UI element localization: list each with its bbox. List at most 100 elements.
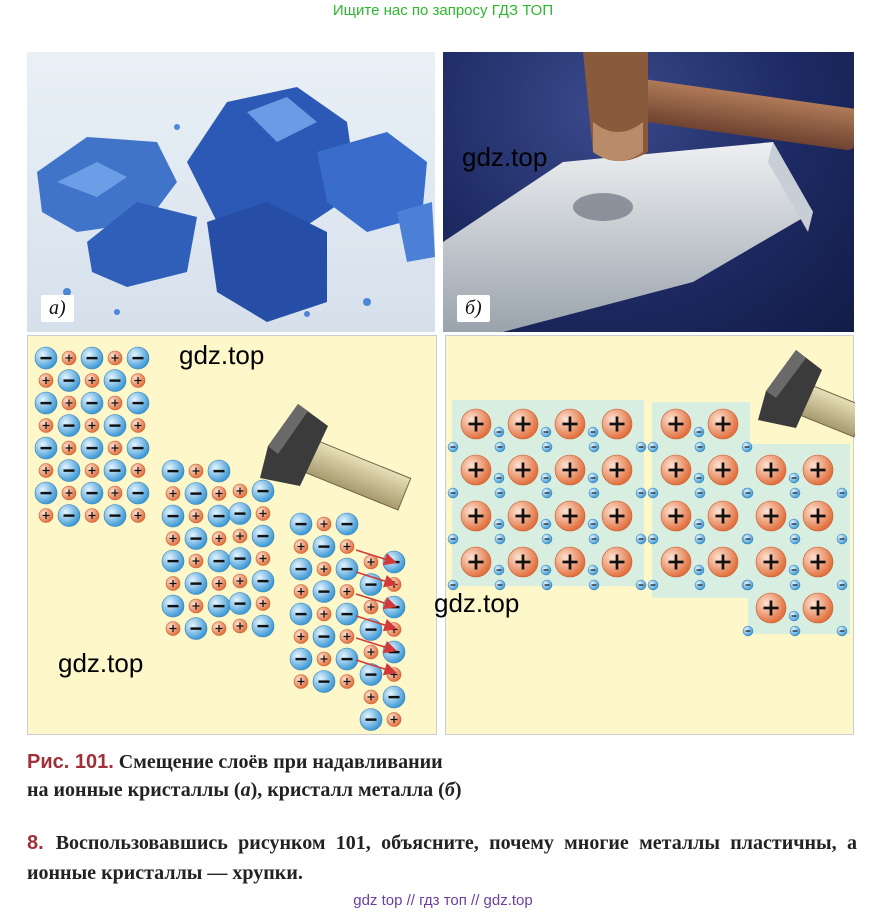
cation-icon bbox=[188, 598, 204, 614]
electron-icon bbox=[588, 533, 600, 545]
electron-icon bbox=[788, 518, 800, 530]
panel-metal-diagram bbox=[445, 335, 855, 735]
cation-icon bbox=[363, 554, 379, 570]
cation-icon bbox=[165, 531, 181, 546]
cation-icon bbox=[802, 500, 834, 532]
anion-icon bbox=[80, 436, 104, 460]
anion-icon bbox=[103, 414, 127, 437]
electron-icon bbox=[587, 564, 599, 576]
cation-icon bbox=[660, 454, 692, 486]
electron-icon bbox=[494, 487, 506, 499]
anion-icon bbox=[289, 602, 313, 626]
electron-icon bbox=[588, 579, 600, 591]
caption-line-2-prefix: на ионные кристаллы ( bbox=[27, 779, 241, 801]
cation-icon bbox=[255, 506, 271, 521]
cation-icon bbox=[107, 440, 123, 456]
cation-icon bbox=[601, 454, 633, 486]
caption-line-2-suffix: ) bbox=[454, 779, 462, 801]
anion-icon bbox=[126, 481, 150, 505]
anion-icon bbox=[103, 369, 127, 392]
cation-icon bbox=[293, 539, 309, 554]
electron-icon bbox=[587, 472, 599, 484]
question-number: 8. bbox=[27, 832, 44, 854]
electron-icon bbox=[647, 441, 659, 453]
anion-icon bbox=[382, 595, 406, 619]
electron-icon bbox=[635, 487, 647, 499]
anion-icon bbox=[184, 482, 208, 505]
figure-number: Рис. 101. bbox=[27, 751, 114, 773]
cation-icon bbox=[601, 408, 633, 440]
anion-icon bbox=[228, 592, 252, 615]
cation-icon bbox=[61, 440, 77, 456]
electron-icon bbox=[588, 487, 600, 499]
cation-icon bbox=[554, 546, 586, 578]
hammer-icon bbox=[260, 404, 412, 511]
electron-icon bbox=[635, 441, 647, 453]
anion-icon bbox=[80, 346, 104, 370]
anion-icon bbox=[207, 459, 231, 483]
electron-icon bbox=[647, 533, 659, 545]
cation-icon bbox=[460, 500, 492, 532]
electron-icon bbox=[647, 579, 659, 591]
cation-icon bbox=[386, 577, 402, 592]
cation-icon bbox=[554, 500, 586, 532]
electron-icon bbox=[541, 533, 553, 545]
electron-icon bbox=[741, 441, 753, 453]
cation-icon bbox=[755, 546, 787, 578]
anion-icon bbox=[228, 502, 252, 525]
cation-icon bbox=[601, 500, 633, 532]
anion-icon bbox=[289, 512, 313, 536]
cation-icon bbox=[293, 584, 309, 599]
cation-icon bbox=[165, 621, 181, 636]
cation-icon bbox=[601, 546, 633, 578]
cation-icon bbox=[84, 508, 100, 523]
cation-icon bbox=[707, 546, 739, 578]
cation-icon bbox=[339, 584, 355, 599]
bottom-links[interactable]: gdz top // гдз топ // gdz.top bbox=[353, 892, 533, 909]
cation-icon bbox=[130, 508, 146, 523]
cation-icon bbox=[211, 531, 227, 546]
caption-line-2-mid: ), кристалл металла ( bbox=[250, 779, 445, 801]
watermark-2: gdz.top bbox=[179, 340, 265, 370]
caption-line-2-b: б bbox=[444, 779, 455, 801]
figure-caption: Рис. 101. Смещение слоёв при надавливани… bbox=[27, 748, 857, 804]
cation-icon bbox=[61, 395, 77, 411]
electron-icon bbox=[788, 564, 800, 576]
electron-icon bbox=[447, 441, 459, 453]
electron-icon bbox=[789, 625, 801, 637]
figure-101: а) б) bbox=[27, 52, 855, 736]
anion-icon bbox=[207, 504, 231, 528]
anion-icon bbox=[161, 594, 185, 618]
cation-icon bbox=[339, 629, 355, 644]
watermark-4: gdz.top bbox=[58, 648, 144, 678]
cation-icon bbox=[660, 500, 692, 532]
cation-icon bbox=[707, 408, 739, 440]
cation-icon bbox=[660, 408, 692, 440]
electron-icon bbox=[836, 625, 848, 637]
top-banner[interactable]: Ищите нас по запросу ГДЗ ТОП bbox=[332, 2, 554, 19]
electron-icon bbox=[788, 472, 800, 484]
anion-icon bbox=[161, 549, 185, 573]
anion-icon bbox=[335, 512, 359, 536]
anion-icon bbox=[251, 479, 275, 503]
anion-icon bbox=[184, 572, 208, 595]
cation-icon bbox=[507, 546, 539, 578]
cation-icon bbox=[507, 454, 539, 486]
question-8: 8.Воспользовавшись рисунком 101, объясни… bbox=[27, 828, 857, 888]
cation-icon bbox=[38, 463, 54, 478]
electron-icon bbox=[693, 472, 705, 484]
watermark-1: gdz.top bbox=[462, 142, 548, 172]
photo-metal-hammer: б) bbox=[443, 52, 854, 332]
cation-icon bbox=[316, 516, 332, 532]
crystal-illustration bbox=[37, 87, 435, 322]
anion-icon bbox=[161, 459, 185, 483]
cation-icon bbox=[386, 712, 402, 727]
electron-icon bbox=[694, 487, 706, 499]
cation-icon bbox=[802, 546, 834, 578]
cation-icon bbox=[165, 486, 181, 501]
electron-icon bbox=[694, 441, 706, 453]
electron-icon bbox=[493, 564, 505, 576]
cation-icon bbox=[755, 500, 787, 532]
cation-icon bbox=[61, 350, 77, 366]
electron-icon bbox=[694, 533, 706, 545]
